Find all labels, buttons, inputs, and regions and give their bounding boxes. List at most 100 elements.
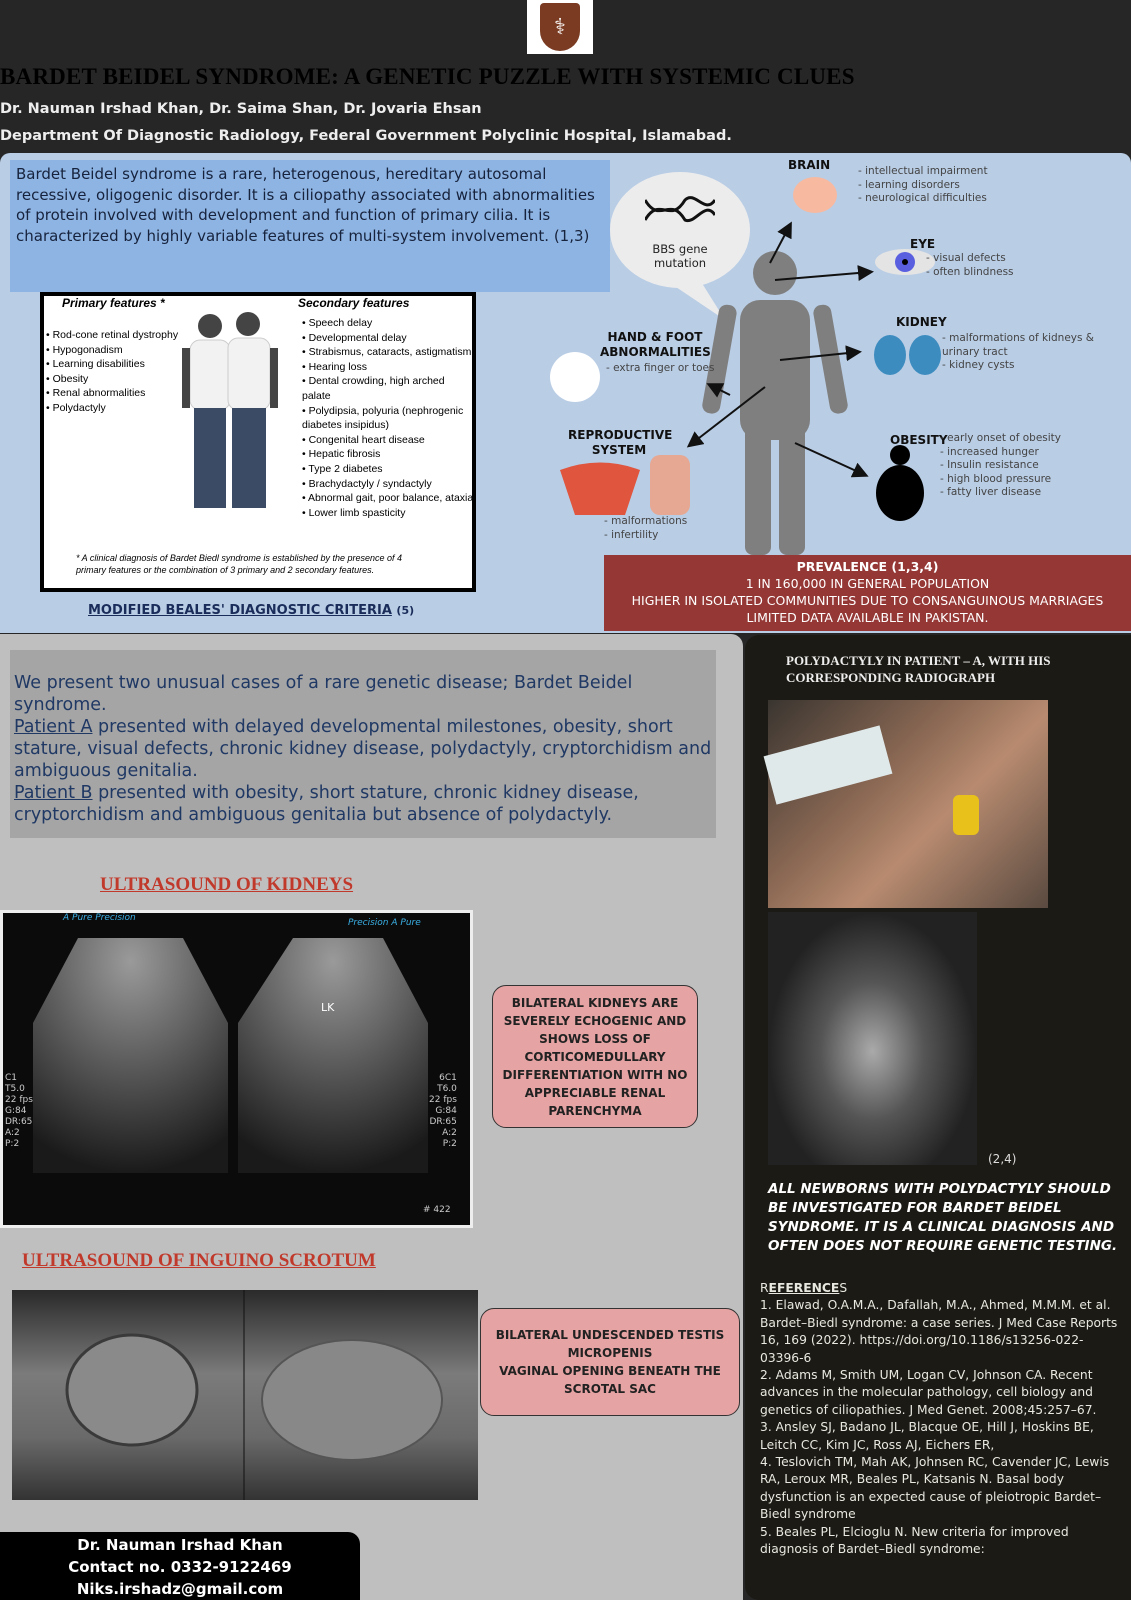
symptom-item: - malformations of kidneys & urinary tra… bbox=[942, 332, 1094, 358]
symptom-item: - intellectual impairment bbox=[858, 165, 988, 177]
scan-param: A:2 bbox=[442, 1128, 457, 1138]
scrotum-finding-box: BILATERAL UNDESCENDED TESTIS MICROPENIS … bbox=[480, 1308, 740, 1416]
department: Department Of Diagnostic Radiology, Fede… bbox=[0, 128, 732, 144]
contact-email[interactable]: Niks.irshadz@gmail.com bbox=[76, 1580, 284, 1598]
diagnostic-criteria-figure: Primary features * Secondary features Ro… bbox=[40, 292, 476, 592]
secondary-feature: Lower limb spasticity bbox=[302, 506, 474, 521]
reproductive-icon bbox=[560, 462, 640, 515]
secondary-feature: Strabismus, cataracts, astigmatism bbox=[302, 345, 474, 360]
symptom-item: - kidney cysts bbox=[942, 359, 1015, 371]
hand-radiograph bbox=[768, 912, 977, 1165]
primary-feature: Rod-cone retinal dystrophy bbox=[46, 328, 186, 343]
scan-param: P:2 bbox=[442, 1139, 457, 1149]
patient-a-text: presented with delayed developmental mil… bbox=[14, 717, 712, 781]
symptom-item: - malformations bbox=[604, 515, 688, 527]
primary-features-heading: Primary features * bbox=[62, 296, 165, 310]
obesity-label: OBESITY bbox=[890, 433, 948, 447]
obesity-symptoms: - early onset of obesity- increased hung… bbox=[940, 432, 1061, 500]
kidney-finding-box: BILATERAL KIDNEYS ARE SEVERELY ECHOGENIC… bbox=[492, 985, 698, 1128]
criteria-note: * A clinical diagnosis of Bardet Biedl s… bbox=[76, 553, 403, 575]
references-heading: REFERENCES bbox=[760, 1280, 1122, 1297]
scan-param: 22 fps bbox=[429, 1095, 457, 1105]
polydactyly-title: POLYDACTYLY IN PATIENT – A, WITH HIS COR… bbox=[786, 653, 1051, 685]
reference-item: 5. Beales PL, Elcioglu N. New criteria f… bbox=[760, 1524, 1069, 1557]
testis-outline bbox=[65, 1290, 443, 1500]
brain-icon bbox=[793, 177, 837, 213]
contact-phone: Contact no. 0332-9122469 bbox=[68, 1558, 292, 1576]
scan-param: G:84 bbox=[5, 1106, 27, 1116]
kidney-label: KIDNEY bbox=[896, 315, 947, 329]
symptom-item: - learning disorders bbox=[858, 178, 960, 191]
case-intro: We present two unusual cases of a rare g… bbox=[14, 673, 633, 715]
patients-illustration bbox=[182, 312, 278, 508]
frame-number: # 422 bbox=[423, 1205, 451, 1215]
secondary-feature: Developmental delay bbox=[302, 331, 474, 346]
brand-left: A Pure Precision bbox=[63, 913, 136, 923]
institute-logo: ⚕ bbox=[527, 0, 593, 54]
secondary-feature: Hepatic fibrosis bbox=[302, 447, 474, 462]
prevalence-line: 1 IN 160,000 IN GENERAL POPULATION bbox=[745, 576, 990, 591]
intro-text: Bardet Beidel syndrome is a rare, hetero… bbox=[10, 160, 610, 292]
symptom-item: - high blood pressure bbox=[940, 472, 1052, 485]
primary-feature: Hypogonadism bbox=[46, 343, 186, 358]
symptom-item: - fatty liver disease bbox=[940, 486, 1042, 498]
eye-label: EYE bbox=[910, 237, 936, 251]
patient-b-label: Patient B bbox=[14, 783, 93, 803]
hand-foot-label: HAND & FOOT ABNORMALITIES bbox=[600, 330, 711, 359]
ref-h1: R bbox=[760, 1281, 769, 1295]
finding-line: VAGINAL OPENING BENEATH THE SCROTAL SAC bbox=[499, 1364, 721, 1396]
secondary-features-heading: Secondary features bbox=[298, 296, 410, 310]
systemic-infographic: BBS gene mutation BRAIN - intellectual i… bbox=[540, 155, 1131, 555]
prevalence-title: PREVALENCE (1,3,4) bbox=[796, 559, 939, 574]
scan-param: C1 bbox=[5, 1073, 18, 1083]
body-diagram bbox=[550, 172, 941, 555]
brain-symptoms: - intellectual impairment- learning diso… bbox=[858, 165, 988, 206]
secondary-feature: Speech delay bbox=[302, 316, 474, 331]
secondary-feature: Hearing loss bbox=[302, 360, 474, 375]
primary-features-list: Rod-cone retinal dystrophyHypogonadismLe… bbox=[46, 328, 186, 416]
primary-feature: Polydactyly bbox=[46, 401, 186, 416]
secondary-feature: Brachydactyly / syndactyly bbox=[302, 477, 474, 492]
patient-a-label: Patient A bbox=[14, 717, 93, 737]
brand-right: Precision A Pure bbox=[348, 918, 421, 928]
authors: Dr. Nauman Irshad Khan, Dr. Saima Shan, … bbox=[0, 101, 482, 117]
hand-icon bbox=[550, 352, 600, 402]
scan-param: 22 fps bbox=[5, 1095, 33, 1105]
contact-name: Dr. Nauman Irshad Khan bbox=[77, 1536, 283, 1554]
symptom-item: - increased hunger bbox=[940, 445, 1039, 458]
ultrasound-sectors bbox=[33, 938, 428, 1173]
scan-param: A:2 bbox=[5, 1128, 20, 1138]
scan-param: DR:65 bbox=[429, 1117, 457, 1127]
caption-ref: (5) bbox=[396, 604, 415, 617]
reference-item: 3. Ansley SJ, Badano JL, Blacque OE, Hil… bbox=[760, 1420, 1094, 1452]
secondary-features-list: Speech delayDevelopmental delayStrabismu… bbox=[302, 316, 474, 520]
secondary-feature: Polydipsia, polyuria (nephrogenic diabet… bbox=[302, 404, 474, 433]
obesity-icon bbox=[890, 445, 910, 465]
symptom-item: - infertility bbox=[604, 528, 659, 541]
brain-label: BRAIN bbox=[788, 158, 831, 172]
scan-param: 6C1 bbox=[439, 1073, 457, 1083]
prevalence-line: HIGHER IN ISOLATED COMMUNITIES DUE TO CO… bbox=[631, 593, 1104, 608]
symptom-item: - Insulin resistance bbox=[940, 459, 1039, 471]
dna-icon bbox=[645, 196, 715, 223]
secondary-feature: Congenital heart disease bbox=[302, 433, 474, 448]
ref-h3: S bbox=[839, 1281, 848, 1295]
secondary-feature: Type 2 diabetes bbox=[302, 462, 474, 477]
case-summary: We present two unusual cases of a rare g… bbox=[10, 650, 716, 838]
kidney-icon bbox=[874, 335, 906, 375]
kidney-symptoms: - malformations of kidneys & urinary tra… bbox=[942, 332, 1127, 373]
reference-item: 1. Elawad, O.A.M.A., Dafallah, M.A., Ahm… bbox=[760, 1298, 1118, 1365]
symptom-item: - visual defects bbox=[926, 252, 1006, 264]
primary-feature: Learning disabilities bbox=[46, 357, 186, 372]
caption-text: MODIFIED BEALES' DIAGNOSTIC CRITERIA bbox=[88, 603, 392, 618]
symptom-item: - extra finger or toes bbox=[606, 362, 715, 374]
caduceus-icon: ⚕ bbox=[540, 3, 580, 51]
reproductive-label: REPRODUCTIVE SYSTEM bbox=[568, 428, 673, 457]
scan-param: T6.0 bbox=[437, 1084, 457, 1094]
eye-symptoms: - visual defects- often blindness bbox=[926, 252, 1014, 279]
primary-feature: Obesity bbox=[46, 372, 186, 387]
hand-symptoms: - extra finger or toes bbox=[606, 362, 714, 376]
symptom-item: - often blindness bbox=[926, 265, 1014, 278]
scan-param: DR:65 bbox=[5, 1117, 33, 1127]
criteria-caption: MODIFIED BEALES' DIAGNOSTIC CRITERIA (5) bbox=[88, 603, 414, 618]
